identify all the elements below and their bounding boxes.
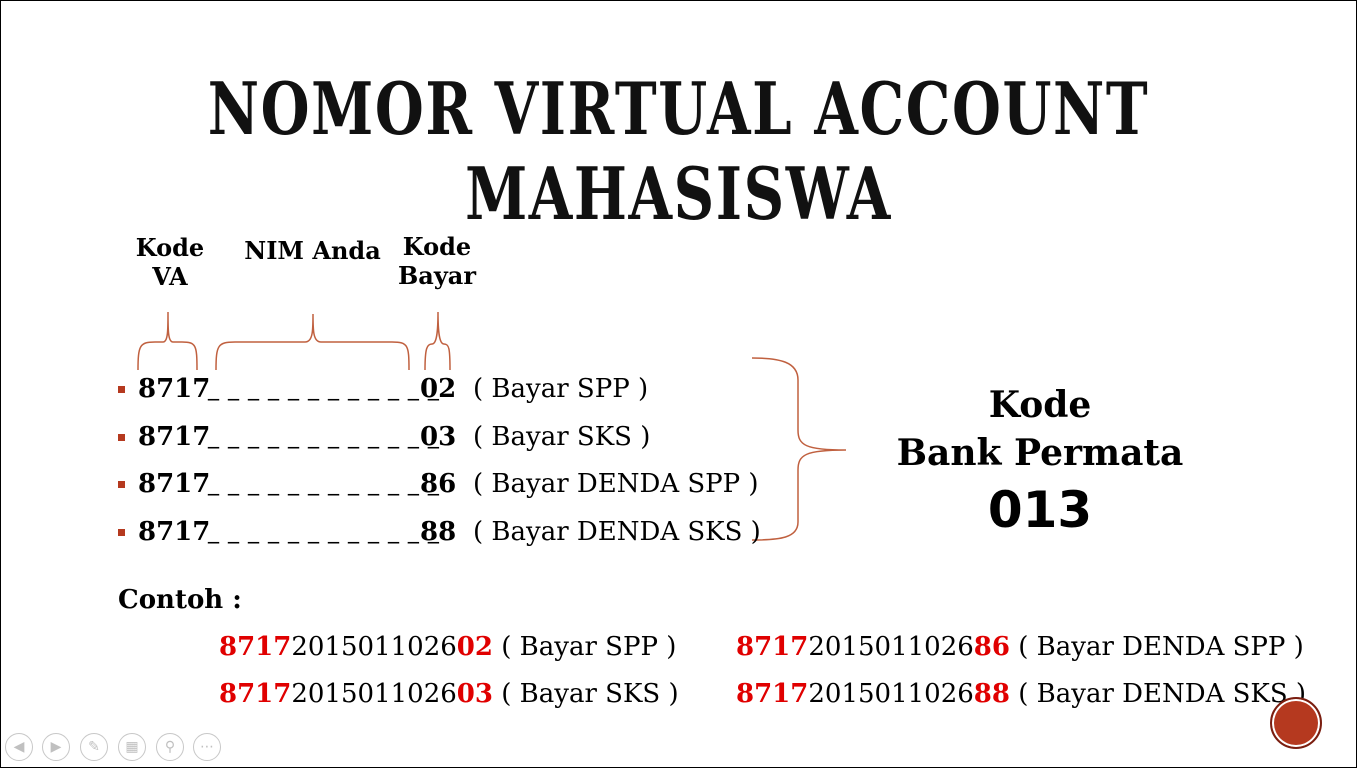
example-code: 88 (973, 679, 1010, 709)
kode-va: 8717 (138, 374, 211, 404)
bank-label-line2: Bank Permata (896, 432, 1184, 474)
zoom-icon[interactable]: ⚲ (156, 733, 184, 761)
example-item: 8717201501102688 ( Bayar DENDA SKS ) (736, 679, 1306, 709)
kode-va: 8717 (138, 517, 211, 547)
example-description: ( Bayar SPP ) (501, 632, 677, 662)
kode-va: 8717 (138, 422, 211, 452)
example-code: 02 (456, 632, 493, 662)
brace-kode-va (137, 311, 198, 371)
nim-placeholder: _ _ _ _ _ _ _ _ _ _ _ _ (208, 376, 440, 401)
more-icon[interactable]: ⋯ (193, 733, 221, 761)
example-prefix: 8717 (219, 679, 292, 709)
nim-placeholder: _ _ _ _ _ _ _ _ _ _ _ _ (208, 424, 440, 449)
example-nim: 2015011026 (808, 679, 974, 709)
brace-bank (751, 357, 847, 541)
example-prefix: 8717 (736, 679, 809, 709)
payment-description: ( Bayar DENDA SPP ) (473, 469, 759, 499)
brace-kode-bayar (424, 311, 451, 371)
example-nim: 2015011026 (291, 679, 457, 709)
decorative-circle (1270, 697, 1322, 749)
header-nim: NIM Anda (244, 236, 381, 265)
example-item: 8717201501102602 ( Bayar SPP ) (219, 632, 676, 662)
example-description: ( Bayar SKS ) (501, 679, 679, 709)
nim-placeholder: _ _ _ _ _ _ _ _ _ _ _ _ (208, 519, 440, 544)
example-nim: 2015011026 (808, 632, 974, 662)
pen-icon[interactable]: ✎ (80, 733, 108, 761)
example-code: 03 (456, 679, 493, 709)
example-nim: 2015011026 (291, 632, 457, 662)
example-item: 8717201501102603 ( Bayar SKS ) (219, 679, 679, 709)
example-code: 86 (973, 632, 1010, 662)
contoh-label: Contoh : (118, 585, 242, 615)
example-item: 8717201501102686 ( Bayar DENDA SPP ) (736, 632, 1304, 662)
bullet-icon (118, 386, 125, 393)
kode-va: 8717 (138, 469, 211, 499)
brace-nim (215, 313, 410, 371)
slides-icon[interactable]: ▦ (118, 733, 146, 761)
bullet-icon (118, 529, 125, 536)
bank-code: 013 (987, 481, 1093, 539)
nim-placeholder: _ _ _ _ _ _ _ _ _ _ _ _ (208, 471, 440, 496)
example-description: ( Bayar DENDA SKS ) (1018, 679, 1307, 709)
kode-bayar: 02 (420, 374, 457, 404)
previous-icon[interactable]: ◀ (5, 733, 33, 761)
payment-description: ( Bayar SKS ) (473, 422, 651, 452)
kode-bayar: 03 (420, 422, 457, 452)
bullet-icon (118, 481, 125, 488)
kode-bayar: 88 (420, 517, 457, 547)
payment-description: ( Bayar SPP ) (473, 374, 649, 404)
kode-bayar: 86 (420, 469, 457, 499)
example-description: ( Bayar DENDA SPP ) (1018, 632, 1304, 662)
next-icon[interactable]: ▶ (42, 733, 70, 761)
example-prefix: 8717 (219, 632, 292, 662)
payment-description: ( Bayar DENDA SKS ) (473, 517, 761, 547)
bank-label-line1: Kode (988, 384, 1092, 426)
example-prefix: 8717 (736, 632, 809, 662)
bullet-icon (118, 434, 125, 441)
slide-title: NOMOR VIRTUAL ACCOUNT MAHASISWA (207, 66, 1150, 236)
